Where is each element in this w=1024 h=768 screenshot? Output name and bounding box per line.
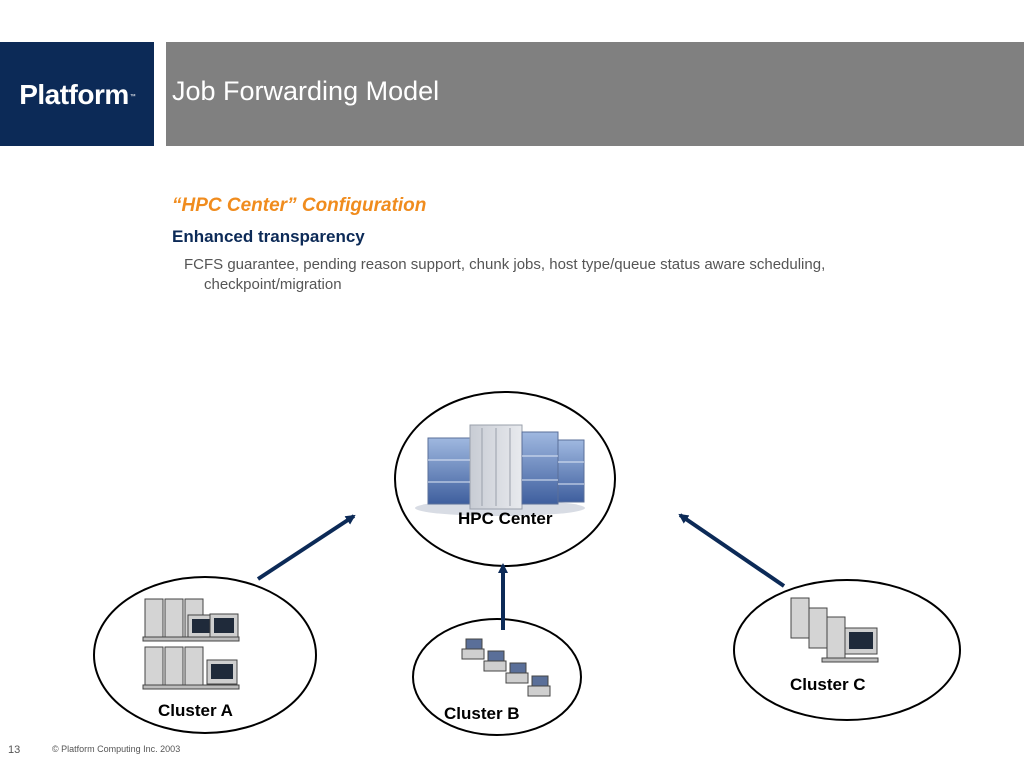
- cluster-a-computers-icon: [142, 598, 240, 690]
- logo-trademark: ™: [129, 94, 136, 100]
- cluster-b-node: [412, 618, 582, 736]
- cluster-c-computers-icon: [790, 597, 879, 663]
- copyright: © Platform Computing Inc. 2003: [52, 744, 181, 754]
- platform-logo: Platform ™: [0, 42, 154, 146]
- cluster-a-label: Cluster A: [158, 701, 233, 720]
- arrow-cluster-a-to-hpc: [256, 514, 356, 581]
- body-text: FCFS guarantee, pending reason support, …: [184, 256, 826, 293]
- logo-text: Platform: [19, 79, 129, 110]
- title-bar: Job Forwarding Model: [166, 42, 1024, 146]
- server-rack-icon: [415, 424, 585, 516]
- hpc-center-label: HPC Center: [458, 509, 553, 528]
- desktop-computers-icon: [461, 638, 551, 697]
- arrow-cluster-c-to-hpc: [678, 513, 786, 588]
- subtitle: “HPC Center” Configuration: [172, 195, 427, 216]
- cluster-c-label: Cluster C: [790, 675, 866, 694]
- cluster-b-label: Cluster B: [444, 704, 520, 723]
- section-heading: Enhanced transparency: [172, 227, 365, 246]
- page-number: 13: [8, 744, 21, 756]
- slide-title: Job Forwarding Model: [172, 76, 440, 106]
